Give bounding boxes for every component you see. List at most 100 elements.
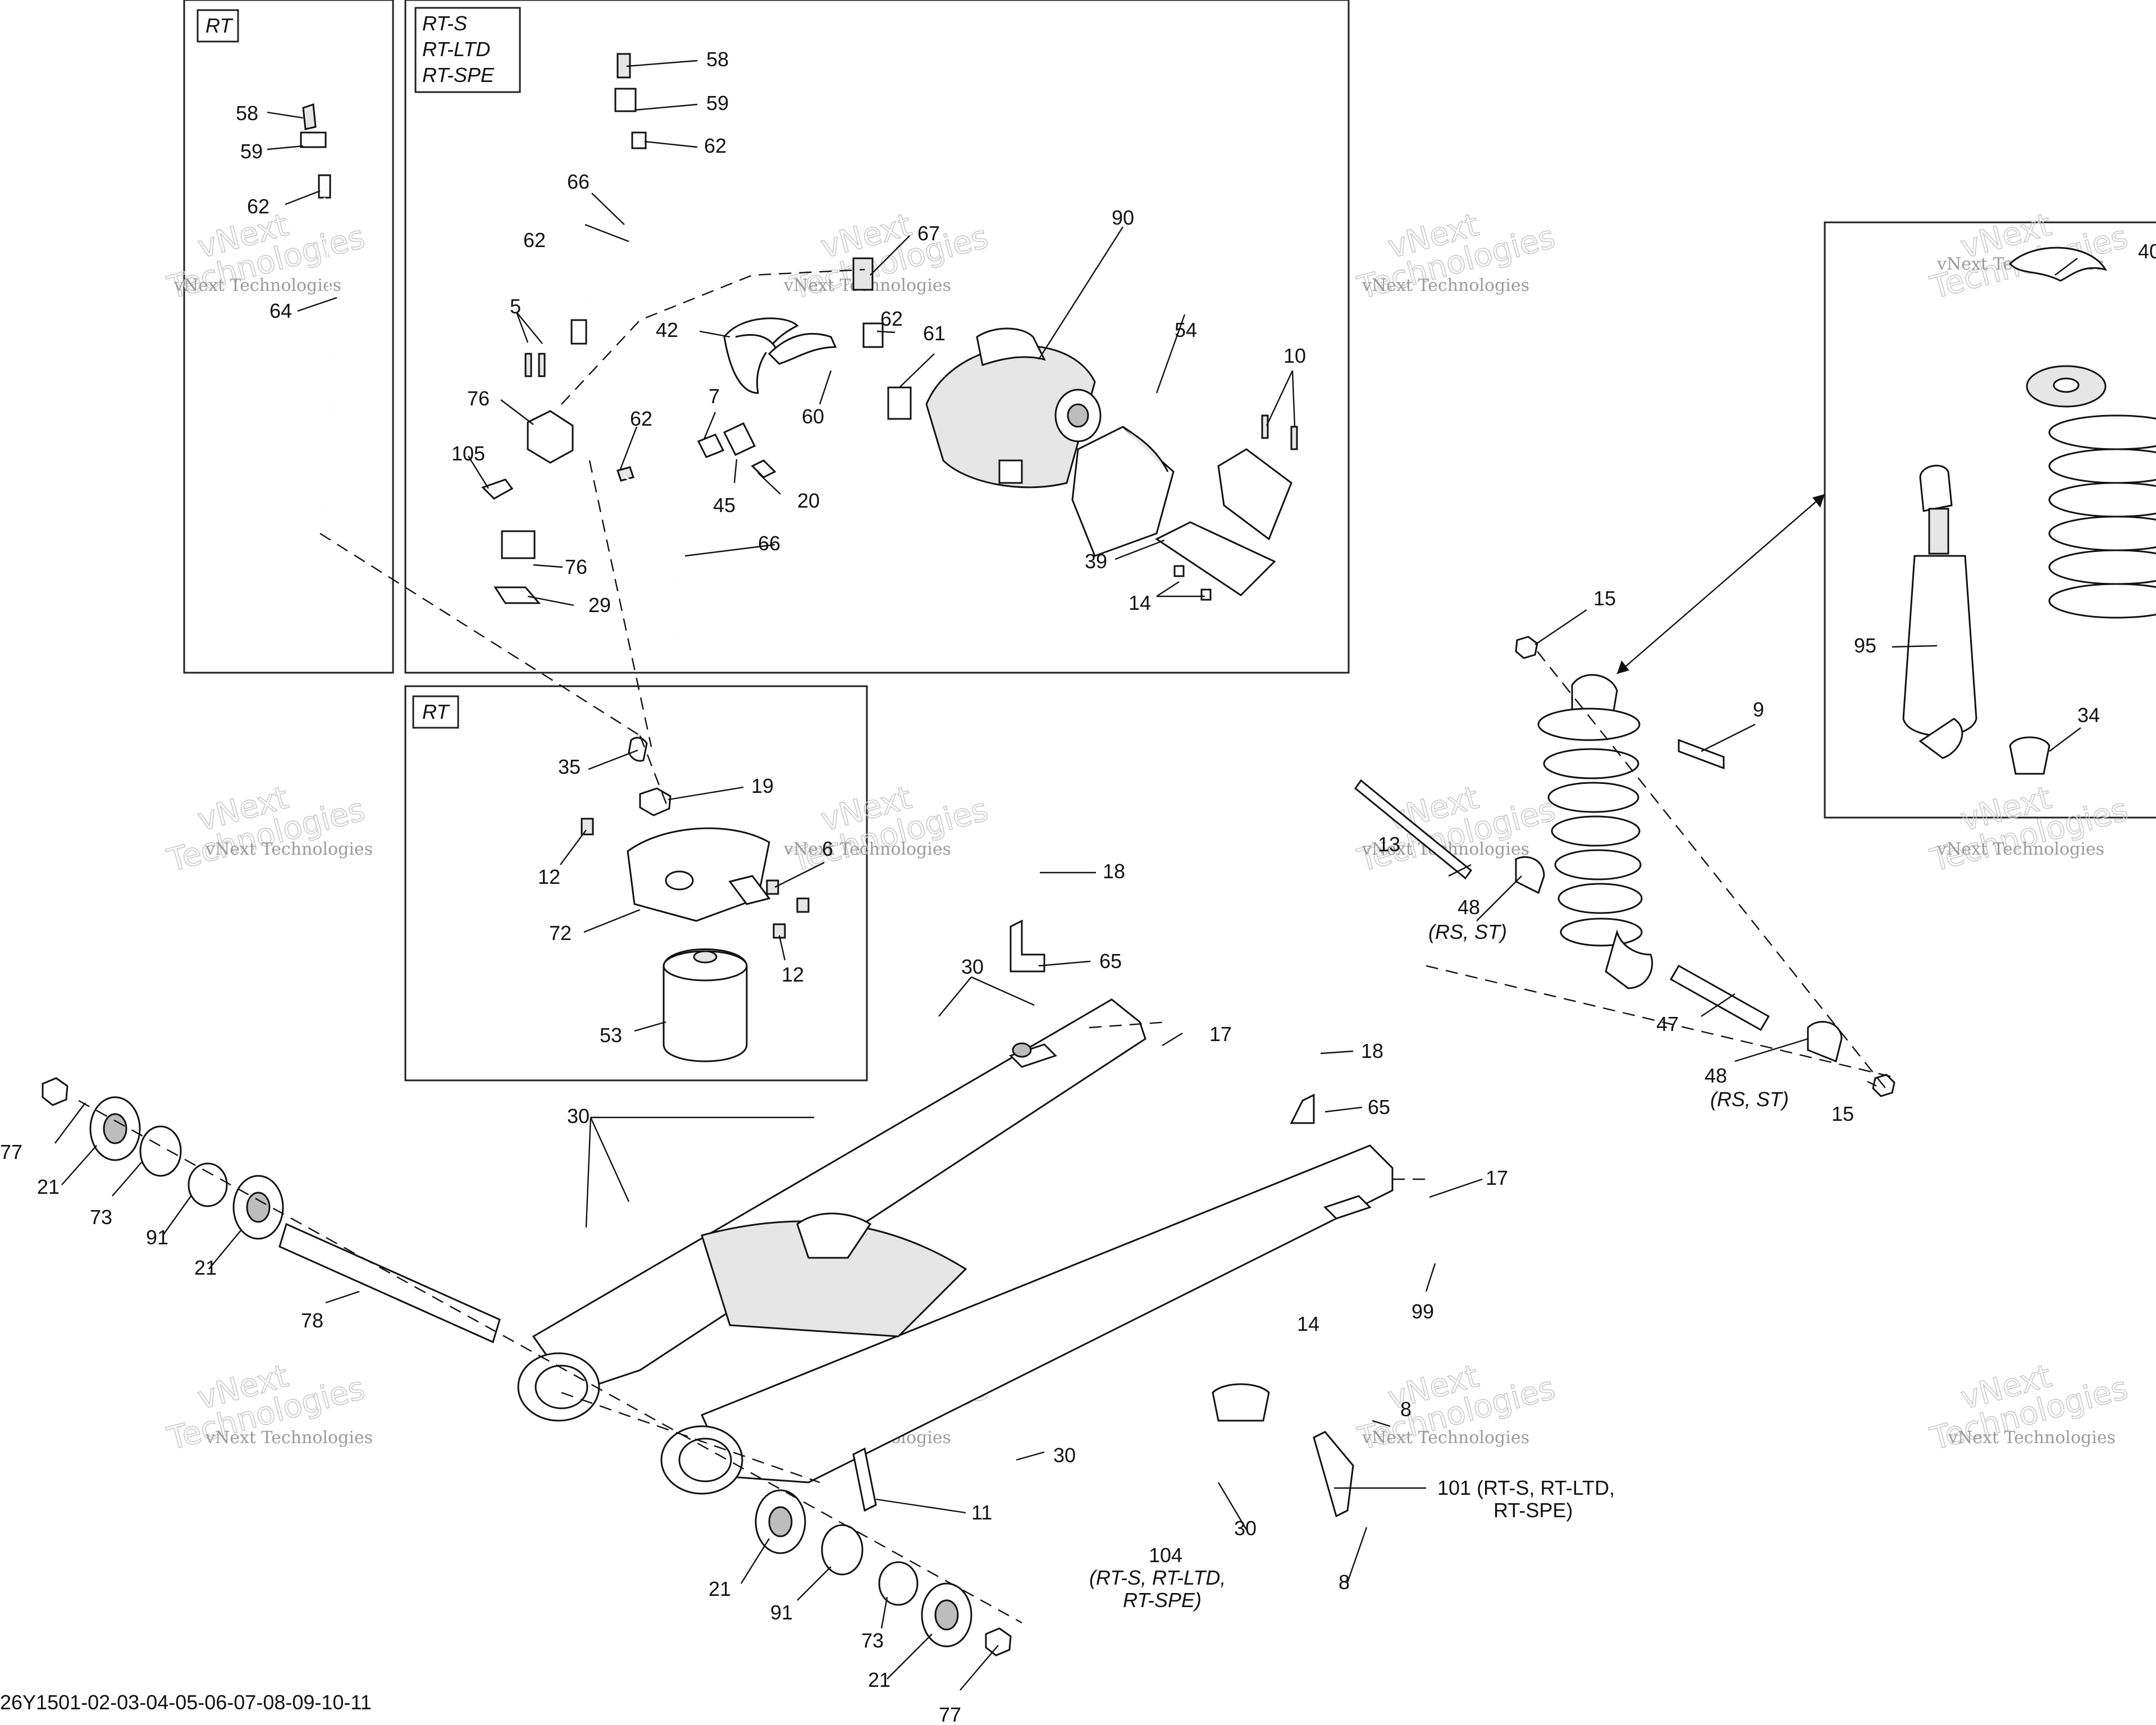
callout-65: 65 [1099, 950, 1122, 973]
box-tag-rt-left: RT [205, 14, 234, 37]
callout-58: 58 [706, 48, 729, 71]
callout-95: 95 [1854, 634, 1876, 657]
svg-text:vNext Technologies: vNext Technologies [1936, 839, 2104, 859]
callout-40: 40 [2138, 240, 2156, 263]
bearing-stack-left [42, 1077, 284, 1240]
callout-12: 12 [782, 963, 804, 986]
callout-60: 60 [802, 405, 824, 428]
callout-62: 62 [523, 229, 546, 252]
callout-64: 64 [270, 299, 292, 322]
callout-48-note: (RS, ST) [1428, 920, 1507, 943]
box-tag-rt-spe: RT-SPE [422, 63, 495, 86]
callout-90: 90 [1112, 206, 1134, 229]
callout-104: 104 [1149, 1544, 1182, 1567]
callout-59: 59 [240, 140, 263, 163]
callout-66: 66 [567, 170, 590, 193]
callout-59: 59 [706, 92, 729, 115]
callout-30: 30 [1053, 1444, 1076, 1467]
callout-21: 21 [194, 1256, 217, 1279]
bearing-stack-right [755, 1489, 1012, 1656]
box-rt-left [183, 0, 394, 674]
callout-8: 8 [1339, 1571, 1350, 1594]
callout-5: 5 [510, 295, 521, 318]
callout-48-note: (RS, ST) [1710, 1088, 1789, 1111]
callout-61: 61 [923, 322, 945, 345]
callout-105: 105 [451, 442, 485, 465]
box-shock-detail [1824, 221, 2156, 819]
callout-104-note: (RT-S, RT-LTD, [1089, 1566, 1226, 1589]
callout-62: 62 [630, 407, 652, 430]
callout-7: 7 [709, 385, 720, 408]
callout-48: 48 [1458, 896, 1480, 919]
callout-101: 101 (RT-S, RT-LTD, [1437, 1476, 1615, 1499]
callout-39: 39 [1085, 550, 1107, 573]
shock-assembly [1354, 636, 1895, 1097]
callout-29: 29 [588, 594, 611, 617]
callout-104-note2: RT-SPE) [1123, 1589, 1202, 1612]
svg-text:vNext Technologies: vNext Technologies [1362, 276, 1529, 295]
callout-42: 42 [656, 318, 678, 341]
svg-text:vNext Technologies: vNext Technologies [783, 839, 951, 859]
swing-arm [278, 919, 1394, 1518]
svg-text:vNext Technologies: vNext Technologies [173, 276, 341, 295]
rt-pump-parts [581, 737, 810, 1062]
callout-73: 73 [90, 1206, 112, 1229]
callout-34: 34 [2077, 704, 2100, 727]
box-rt-pump [404, 685, 868, 1081]
callout-76: 76 [467, 387, 490, 410]
callout-91: 91 [770, 1601, 793, 1624]
callout-11: 11 [971, 1501, 992, 1524]
callout-21: 21 [709, 1577, 731, 1600]
callout-54: 54 [1175, 318, 1197, 341]
rt-models-parts [481, 53, 1298, 635]
callout-77: 77 [0, 1140, 22, 1163]
callout-10: 10 [1283, 344, 1306, 367]
callout-20: 20 [797, 489, 820, 512]
detail-arrow [1616, 494, 1825, 674]
svg-text:vNext Technologies: vNext Technologies [205, 1428, 373, 1448]
callout-53: 53 [600, 1024, 622, 1047]
box-tag-rt-ltd: RT-LTD [422, 38, 490, 61]
callouts: 58 59 62 64 58 59 62 66 62 5 76 105 76 2… [0, 48, 2156, 1725]
callout-72: 72 [549, 921, 572, 944]
shock-detail-parts [1902, 247, 2156, 775]
leader-lines [54, 60, 2081, 1691]
box-rt-models [404, 0, 1350, 674]
svg-text:vNext Technologies: vNext Technologies [1362, 1428, 1529, 1448]
callout-21: 21 [37, 1175, 60, 1198]
svg-text:vNext Technologies: vNext Technologies [205, 839, 373, 859]
callout-18: 18 [1103, 860, 1125, 883]
callout-14: 14 [1129, 591, 1151, 614]
callout-91: 91 [146, 1226, 168, 1249]
callout-76: 76 [565, 555, 587, 578]
callout-15: 15 [1831, 1102, 1854, 1125]
callout-77: 77 [939, 1703, 961, 1725]
callout-35: 35 [558, 755, 581, 778]
rt-left-parts [300, 103, 335, 506]
callout-48: 48 [1705, 1064, 1727, 1087]
callout-30: 30 [567, 1105, 590, 1128]
svg-text:vNext Technologies: vNext Technologies [1948, 1428, 2116, 1448]
callout-14: 14 [1297, 1312, 1319, 1335]
callout-19: 19 [751, 774, 774, 797]
assembly-lines [78, 268, 1898, 1624]
callout-18: 18 [1361, 1039, 1383, 1062]
callout-73: 73 [861, 1629, 884, 1652]
callout-6: 6 [822, 837, 833, 860]
callout-12: 12 [538, 865, 560, 888]
callout-47: 47 [1656, 1012, 1679, 1035]
callout-62: 62 [247, 195, 270, 218]
callout-13: 13 [1378, 833, 1400, 856]
box-tag-rt-pump: RT [422, 700, 450, 723]
callout-67: 67 [917, 222, 940, 245]
callout-21: 21 [868, 1668, 890, 1691]
callout-9: 9 [1753, 698, 1764, 721]
callout-58: 58 [236, 102, 258, 125]
callout-17: 17 [1486, 1166, 1508, 1189]
callout-15: 15 [1593, 587, 1616, 610]
callout-66: 66 [758, 532, 780, 555]
callout-101-note: RT-SPE) [1493, 1499, 1573, 1522]
callout-30: 30 [961, 955, 984, 978]
callout-62: 62 [704, 134, 727, 157]
